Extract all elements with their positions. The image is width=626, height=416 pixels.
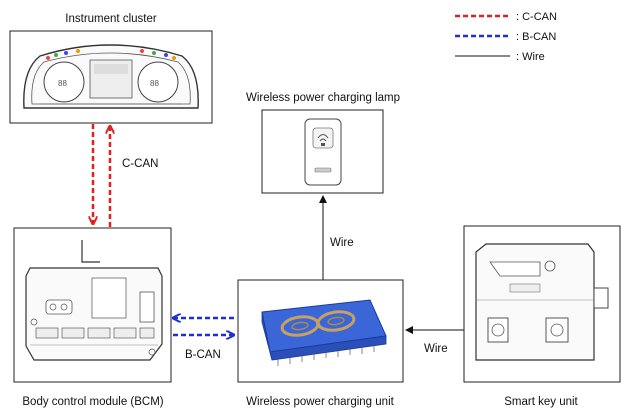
charging-unit-title: Wireless power charging unit xyxy=(246,396,394,408)
smart-key-icon xyxy=(475,243,609,361)
legend-b-can-label: : B-CAN xyxy=(516,31,556,43)
wire-to-charging-unit: Wire xyxy=(405,326,464,355)
charging-lamp-icon xyxy=(304,118,342,186)
svg-text:88: 88 xyxy=(150,79,159,88)
svg-text:88: 88 xyxy=(58,79,67,88)
b-can-link: B-CAN xyxy=(173,318,234,361)
wire-label-left: Wire xyxy=(424,343,448,355)
wire-to-lamp: Wire xyxy=(319,195,354,280)
legend-c-can-label: : C-CAN xyxy=(516,11,557,23)
charging-lamp-title: Wireless power charging lamp xyxy=(246,92,400,104)
instrument-cluster-box: 88 88 xyxy=(9,30,213,124)
instrument-cluster-title: Instrument cluster xyxy=(65,13,157,25)
charging-unit-icon xyxy=(261,299,387,366)
legend: : C-CAN : B-CAN : Wire xyxy=(455,11,557,63)
c-can-link: C-CAN xyxy=(93,124,158,227)
legend-wire-label: : Wire xyxy=(516,51,545,63)
charging-lamp-box xyxy=(261,109,384,194)
smart-key-title: Smart key unit xyxy=(504,396,578,408)
bcm-box xyxy=(13,227,172,383)
smart-key-box xyxy=(463,225,621,383)
bcm-title: Body control module (BCM) xyxy=(22,396,163,408)
wire-label-up: Wire xyxy=(330,237,354,249)
c-can-label: C-CAN xyxy=(122,158,158,170)
bcm-icon xyxy=(25,240,163,361)
instrument-cluster-icon: 88 88 xyxy=(23,44,199,109)
charging-unit-box xyxy=(237,279,404,383)
b-can-label: B-CAN xyxy=(185,349,221,361)
